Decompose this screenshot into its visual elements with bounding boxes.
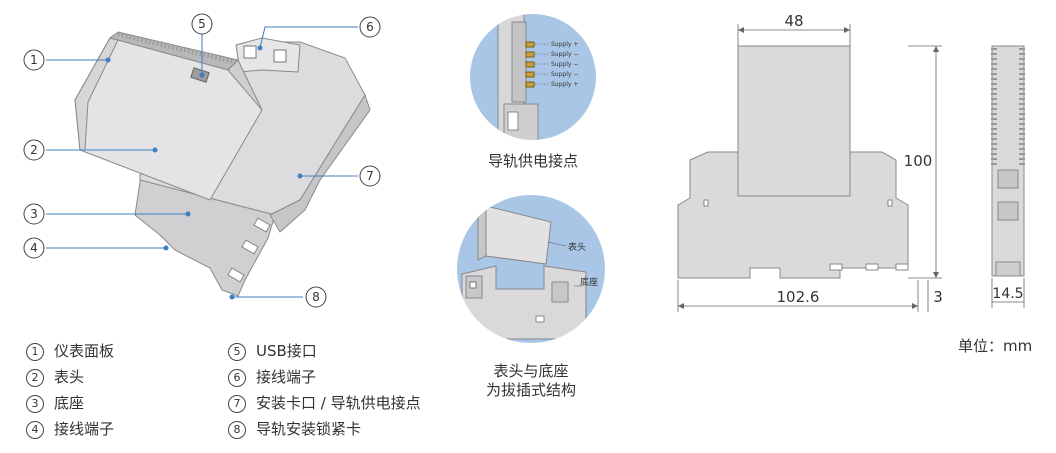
dimension-front-view: 48 100 102.6 3	[677, 12, 943, 312]
side-view-body	[991, 45, 1025, 277]
svg-text:3: 3	[933, 288, 943, 306]
dimension-side-view: 14.5	[991, 45, 1025, 308]
caption-rail-contacts: 导轨供电接点	[487, 152, 578, 170]
front-terminal-slot	[253, 217, 271, 233]
callout-marker: 1	[23, 49, 45, 71]
device-base-lower	[134, 179, 276, 297]
svg-text:Supply −: Supply −	[551, 51, 578, 58]
callout-marker: 8	[305, 286, 327, 308]
svg-text:3: 3	[30, 207, 38, 221]
front-terminal-slot	[227, 267, 245, 283]
detail-plug-structure: 表头 底座	[457, 195, 605, 343]
svg-text:5: 5	[198, 17, 206, 31]
front-terminal-slot	[241, 239, 259, 255]
svg-text:7: 7	[366, 169, 374, 183]
caption-line: 表头与底座	[493, 362, 569, 380]
caption-line: 为拔插式结构	[485, 381, 576, 399]
contact-pins	[525, 41, 535, 88]
panel-vent-grid	[117, 31, 237, 65]
svg-text:表头: 表头	[568, 241, 586, 253]
caption-plug-structure: 表头与底座 为拔插式结构	[456, 362, 606, 400]
svg-text:Supply +: Supply +	[551, 81, 578, 88]
detail-rail-contacts: Supply + Supply − Supply − Supply − Supp…	[470, 14, 596, 140]
unit-label: 单位：mm	[958, 337, 1033, 355]
callout-marker: 7	[359, 165, 381, 187]
callout-marker: 2	[23, 139, 45, 161]
callout-marker: 5	[191, 13, 213, 35]
top-terminal-screw	[273, 49, 287, 63]
svg-text:Supply −: Supply −	[551, 71, 578, 78]
svg-text:Supply +: Supply +	[551, 41, 578, 48]
svg-text:102.6: 102.6	[777, 288, 820, 306]
svg-text:8: 8	[312, 290, 320, 304]
svg-text:48: 48	[784, 12, 803, 30]
callout-marker: 6	[359, 16, 381, 38]
front-view-head	[737, 45, 851, 197]
svg-text:Supply −: Supply −	[551, 61, 578, 68]
callout-marker: 3	[23, 203, 45, 225]
top-terminal-screw	[243, 45, 257, 59]
svg-text:2: 2	[30, 143, 38, 157]
svg-text:底座: 底座	[580, 276, 598, 288]
svg-text:1: 1	[30, 53, 38, 67]
device-isometric-figure: 1 2 3 4 5 6 7 8	[23, 13, 381, 308]
svg-text:100: 100	[904, 152, 933, 170]
device-base-side	[269, 93, 371, 233]
front-view-base	[677, 151, 909, 279]
svg-text:4: 4	[30, 241, 38, 255]
callout-marker: 4	[23, 237, 45, 259]
svg-text:6: 6	[366, 20, 374, 34]
svg-text:14.5: 14.5	[992, 286, 1023, 302]
